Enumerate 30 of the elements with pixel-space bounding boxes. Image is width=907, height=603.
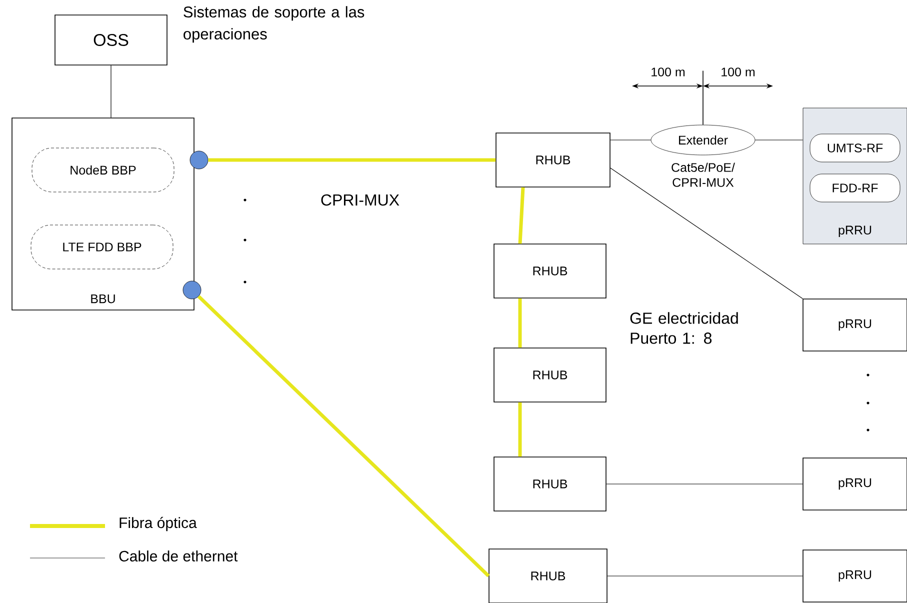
fiber-line <box>518 187 525 244</box>
device-box: RHUB <box>496 132 610 188</box>
device-box: RHUB <box>488 548 608 603</box>
board-capsule: LTE FDD BBP <box>30 224 174 270</box>
device-box: pRRU <box>802 550 907 602</box>
fiber-line <box>208 158 496 162</box>
device-box: RHUB <box>494 456 606 512</box>
board-capsule: NodeB BBP <box>32 148 174 192</box>
node-label: Cat5e/PoE/ CPRI-MUX <box>672 162 735 187</box>
cable-line <box>610 168 803 299</box>
device-box: RHUB <box>494 348 606 402</box>
annotation-text: GE electricidad Puerto 1: 8 <box>630 312 738 344</box>
annotation-text: CPRI-MUX <box>321 194 400 206</box>
cable-line <box>110 65 112 118</box>
device-box: pRRU <box>802 298 907 352</box>
port-circle <box>190 150 208 170</box>
port-circle <box>182 280 202 300</box>
fiber-line <box>197 295 490 578</box>
device-box: RHUB <box>494 244 606 298</box>
fiber-line <box>518 402 522 457</box>
module-capsule: FDD-RF <box>810 174 900 202</box>
legend-label: Fibra óptica <box>120 516 197 532</box>
device-box: OSS Sistemas de soporte a las operaciones <box>54 6 364 66</box>
module-capsule: UMTS-RF <box>810 134 900 162</box>
dimension-label: 100 m <box>722 68 755 76</box>
legend-label: Cable de ethernet <box>119 550 238 562</box>
device-box: pRRU <box>802 458 907 510</box>
node-label: Sistemas de soporte a las operaciones <box>184 6 364 43</box>
dimension-label: 100 m <box>652 68 685 76</box>
fiber-line <box>518 298 522 348</box>
